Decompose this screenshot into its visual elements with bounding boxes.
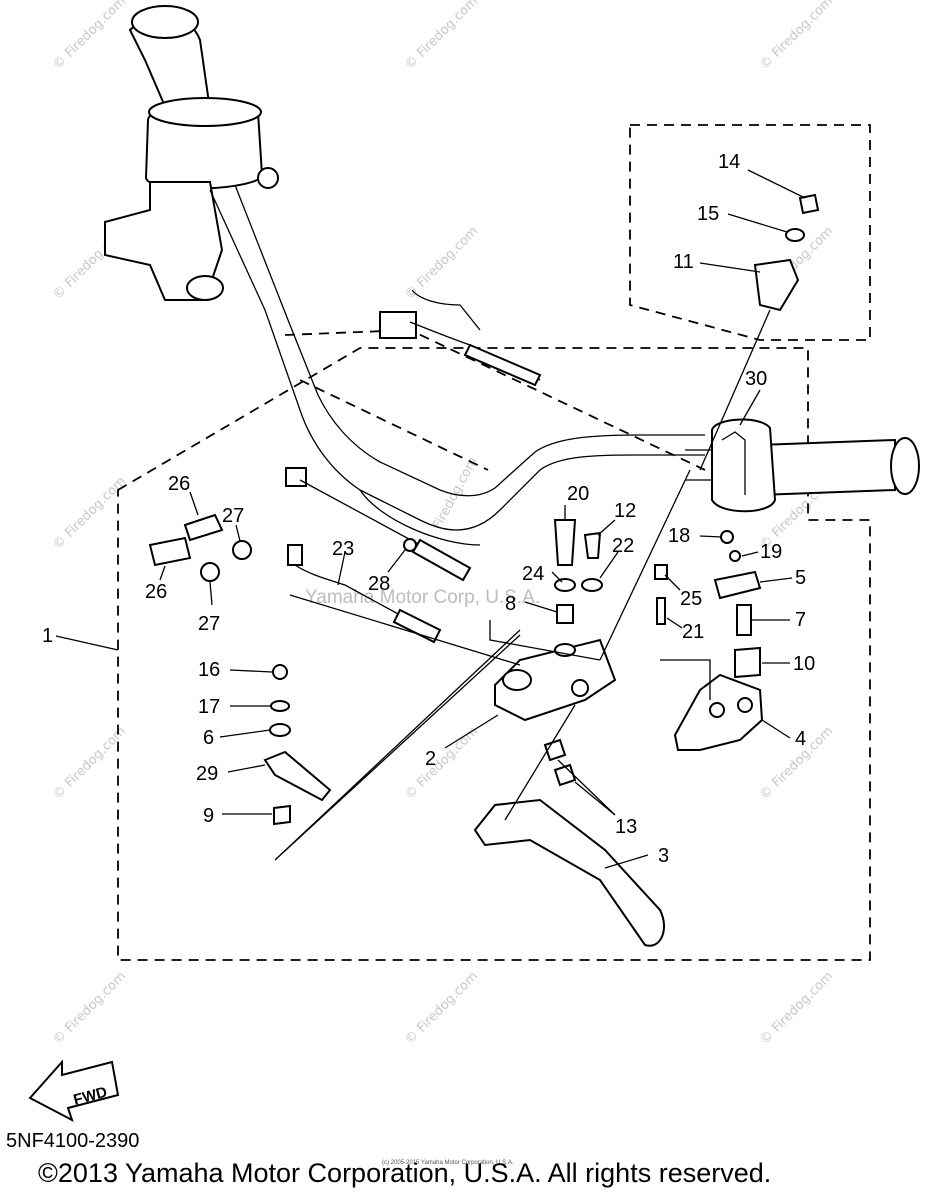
part-code: 5NF4100-2390 bbox=[6, 1130, 140, 1152]
label-23: 23 bbox=[332, 538, 354, 560]
screw-18 bbox=[720, 530, 734, 544]
label-30: 30 bbox=[745, 368, 767, 390]
label-27: 27 bbox=[222, 505, 244, 527]
washer-15 bbox=[785, 228, 805, 242]
brake-lever-3 bbox=[473, 798, 665, 947]
collar-8 bbox=[556, 604, 574, 624]
label-21: 21 bbox=[682, 621, 704, 643]
label-29: 29 bbox=[196, 763, 218, 785]
bolt-20 bbox=[553, 519, 577, 566]
label-9: 9 bbox=[203, 805, 214, 827]
label-14: 14 bbox=[718, 151, 740, 173]
label-4: 4 bbox=[795, 728, 806, 750]
watermark: © Firedog.com bbox=[50, 0, 129, 73]
washer-19 bbox=[729, 550, 741, 562]
label-8: 8 bbox=[505, 593, 516, 615]
switch-29 bbox=[263, 750, 332, 802]
label-22: 22 bbox=[612, 535, 634, 557]
washer-6 bbox=[269, 723, 291, 737]
washer-17 bbox=[270, 700, 290, 712]
watermark: © Firedog.com bbox=[402, 224, 481, 303]
label-5: 5 bbox=[795, 567, 806, 589]
part-labels: 14 15 11 30 20 12 22 18 19 5 25 21 7 10 … bbox=[42, 151, 815, 867]
center-watermark: Yamaha Motor Corp, U.S.A. bbox=[305, 587, 540, 608]
label-24: 24 bbox=[522, 563, 544, 585]
brake-cable-23 bbox=[285, 467, 472, 644]
label-27b: 27 bbox=[198, 613, 220, 635]
spring-10 bbox=[734, 646, 761, 679]
adjuster-bolts-26 bbox=[148, 513, 252, 582]
guide-lines bbox=[274, 309, 771, 861]
label-13: 13 bbox=[615, 816, 637, 838]
label-12: 12 bbox=[614, 500, 636, 522]
watermark: © Firedog.com bbox=[402, 724, 481, 803]
label-18: 18 bbox=[668, 525, 690, 547]
label-1: 1 bbox=[42, 625, 53, 647]
watermark: © Firedog.com bbox=[757, 0, 836, 73]
label-26: 26 bbox=[168, 473, 190, 495]
label-11: 11 bbox=[673, 251, 694, 273]
fwd-arrow: FWD bbox=[28, 1059, 120, 1123]
pin-21 bbox=[656, 597, 666, 625]
lever-holder-2 bbox=[494, 638, 617, 722]
throttle-housing bbox=[685, 418, 920, 513]
label-28: 28 bbox=[368, 573, 390, 595]
plunger-7 bbox=[736, 604, 752, 636]
label-2: 2 bbox=[425, 748, 436, 770]
label-15: 15 bbox=[697, 203, 719, 225]
screw-16 bbox=[272, 664, 288, 680]
label-17: 17 bbox=[198, 696, 220, 718]
leader-lines bbox=[55, 169, 806, 869]
assembly-11-dashed-box bbox=[629, 124, 871, 341]
copyright-notice: ©2013 Yamaha Motor Corporation, U.S.A. A… bbox=[38, 1158, 772, 1188]
washer-24 bbox=[554, 578, 576, 592]
label-10: 10 bbox=[793, 653, 815, 675]
handlebar-zone-dashed bbox=[284, 329, 706, 471]
bolt-12 bbox=[583, 531, 602, 559]
small-hardware bbox=[263, 193, 820, 826]
watermark-vertical: Firedog.com bbox=[430, 455, 481, 532]
clamp-11 bbox=[753, 258, 800, 312]
assembly-1-dashed-box bbox=[117, 347, 871, 961]
watermark: © Firedog.com bbox=[757, 969, 836, 1048]
label-6: 6 bbox=[203, 727, 214, 749]
label-19: 19 bbox=[760, 541, 782, 563]
label-7: 7 bbox=[795, 609, 806, 631]
label-16: 16 bbox=[198, 659, 220, 681]
watermark: © Firedog.com bbox=[402, 969, 481, 1048]
watermark: © Firedog.com bbox=[402, 0, 481, 73]
label-25: 25 bbox=[680, 588, 702, 610]
label-20: 20 bbox=[567, 483, 589, 505]
screw-14 bbox=[798, 193, 820, 215]
handlebar bbox=[104, 5, 705, 546]
watermark: © Firedog.com bbox=[50, 969, 129, 1048]
plate-5 bbox=[713, 570, 762, 600]
washer-22 bbox=[581, 578, 603, 592]
spring-9 bbox=[273, 804, 291, 826]
pin-25 bbox=[654, 564, 668, 580]
switch-body-4 bbox=[673, 673, 764, 751]
tiny-copyright-note: (c) 2005-2015 Yamaha Motor Corporation, … bbox=[382, 1160, 514, 1166]
label-3: 3 bbox=[658, 845, 669, 867]
wire-connector-top bbox=[379, 289, 542, 387]
label-26b: 26 bbox=[145, 581, 167, 603]
